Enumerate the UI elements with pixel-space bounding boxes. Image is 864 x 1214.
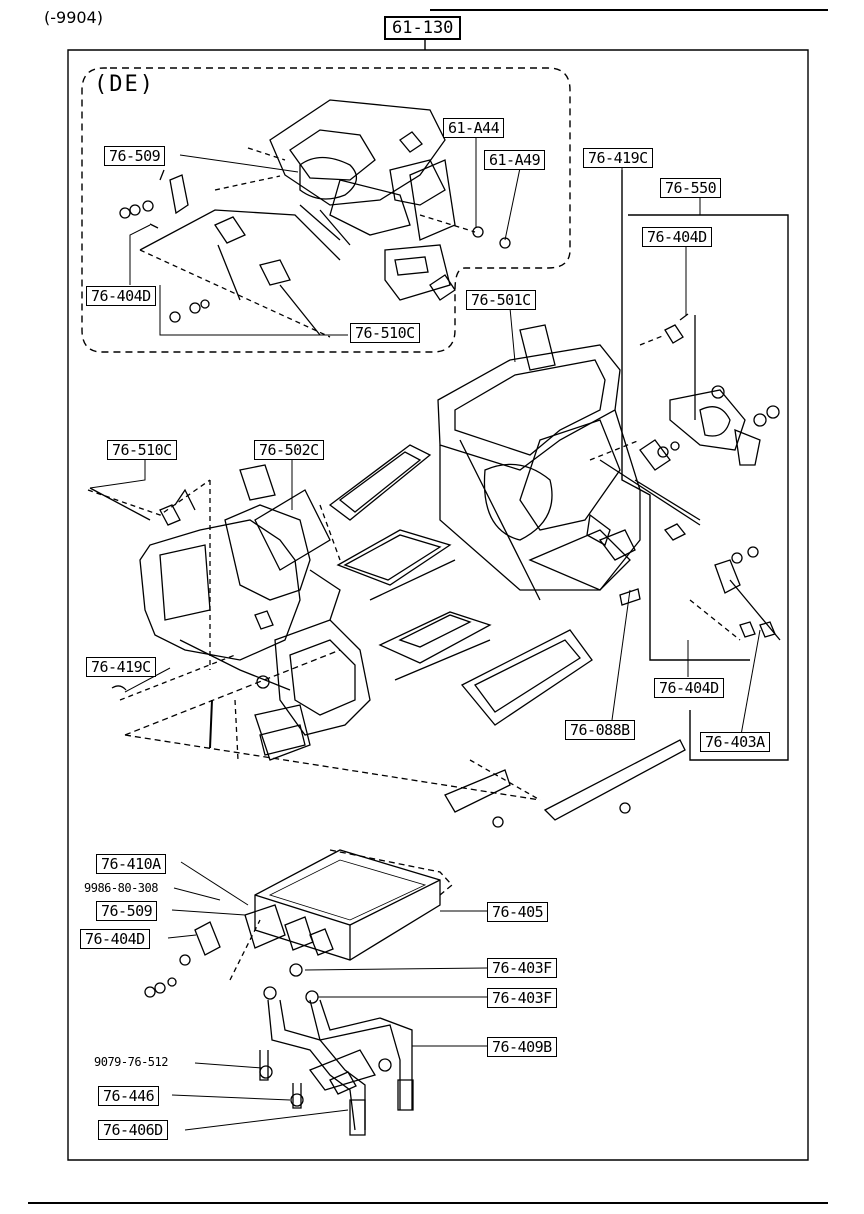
part-label-76-404d-bottom[interactable]: 76-404D	[80, 929, 150, 949]
heater-pipes	[259, 999, 414, 1136]
page-ref-box[interactable]: 61-130	[384, 16, 462, 40]
part-label-76-406d[interactable]: 76-406D	[98, 1120, 168, 1140]
part-label-76-409b[interactable]: 76-409B	[487, 1037, 557, 1057]
part-label-76-509-top[interactable]: 76-509	[104, 146, 166, 166]
part-label-76-404d-right-bottom[interactable]: 76-404D	[654, 678, 724, 698]
part-label-76-410a[interactable]: 76-410A	[96, 854, 166, 874]
part-label-76-403f-1[interactable]: 76-403F	[487, 958, 557, 978]
right-group-bracket-550	[628, 214, 789, 761]
part-label-76-510c[interactable]: 76-510C	[107, 440, 177, 460]
filter-panels	[124, 444, 593, 801]
part-label-76-502c[interactable]: 76-502C	[254, 440, 324, 460]
part-label-9079-76-512[interactable]: 9079-76-512	[94, 1055, 168, 1069]
leader-lines	[89, 136, 761, 1131]
outer-frame	[67, 49, 809, 1161]
part-label-76-419c-right[interactable]: 76-419C	[583, 148, 653, 168]
part-label-76-509-bottom[interactable]: 76-509	[96, 901, 158, 921]
de-section-label: (DE)	[94, 72, 155, 97]
part-label-61-a44[interactable]: 61-A44	[443, 118, 505, 138]
part-label-76-404d-right-top[interactable]: 76-404D	[642, 227, 712, 247]
part-label-76-403f-2[interactable]: 76-403F	[487, 988, 557, 1008]
mode-door-mechanism	[589, 313, 781, 641]
part-label-76-404d-de[interactable]: 76-404D	[86, 286, 156, 306]
part-label-76-550[interactable]: 76-550	[660, 178, 722, 198]
de-dashed-region	[81, 67, 571, 353]
mounting-brackets	[444, 739, 686, 828]
part-label-76-501c[interactable]: 76-501C	[466, 290, 536, 310]
heater-core	[144, 849, 453, 1004]
part-label-76-510c-de[interactable]: 76-510C	[350, 323, 420, 343]
part-label-76-405[interactable]: 76-405	[487, 902, 549, 922]
de-engine-assembly	[119, 99, 511, 338]
part-label-76-446[interactable]: 76-446	[98, 1086, 160, 1106]
right-group-bracket-419c	[621, 170, 750, 661]
applicability-range: (-9904)	[44, 8, 103, 27]
heater-housing-left	[87, 464, 371, 761]
part-label-76-419c-left[interactable]: 76-419C	[86, 657, 156, 677]
part-label-76-088b[interactable]: 76-088B	[565, 720, 635, 740]
part-label-76-403a[interactable]: 76-403A	[700, 732, 770, 752]
part-label-9986-80-308[interactable]: 9986-80-308	[84, 881, 158, 895]
part-label-61-a49[interactable]: 61-A49	[484, 150, 546, 170]
blower-case-right	[437, 324, 701, 601]
